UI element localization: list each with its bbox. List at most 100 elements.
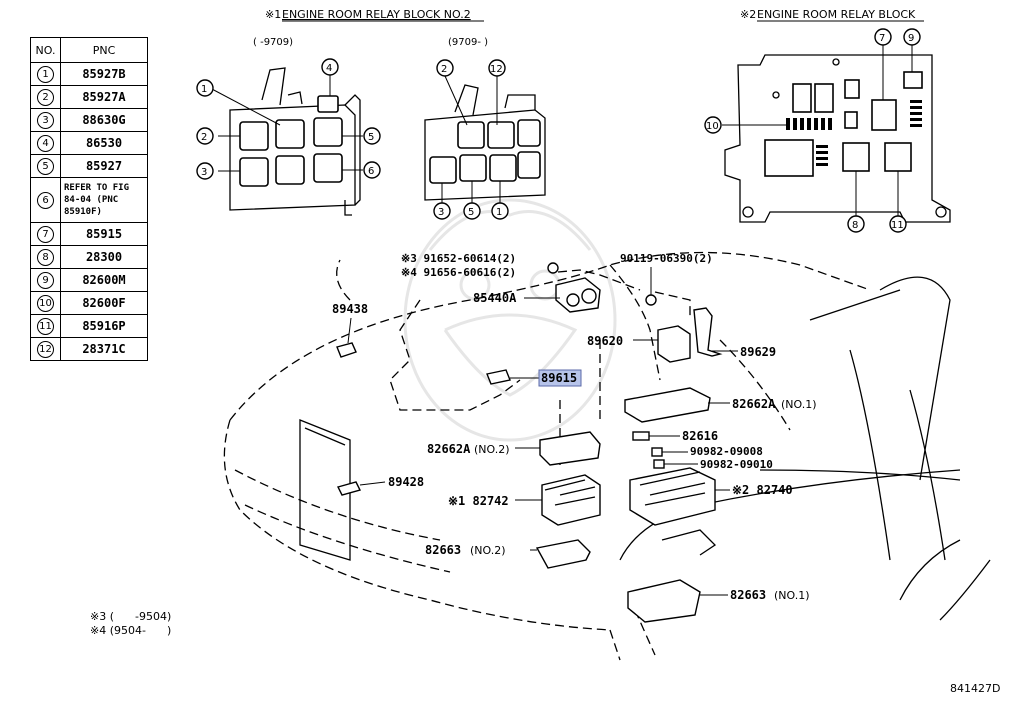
part-90982-drawing: [651, 447, 698, 469]
callout-number: 2: [441, 64, 447, 75]
callout-number: 7: [879, 33, 885, 44]
callout-number: 10: [706, 121, 719, 132]
table-header-row: NO. PNC: [30, 37, 148, 63]
label-82616[interactable]: 82616: [682, 429, 718, 443]
relay-block-2-callouts: 7 9 10 8 11: [704, 28, 921, 233]
row-pnc[interactable]: 82600F: [60, 291, 148, 315]
part-89620-drawing: [633, 325, 691, 363]
label-82662a-no2-note: (NO.2): [474, 443, 510, 456]
label-82740[interactable]: ※2 82740: [732, 483, 793, 497]
header-pnc: PNC: [60, 37, 148, 63]
relay-block-1-left-drawing: [209, 67, 363, 216]
callout-number: 8: [852, 220, 858, 231]
row-pnc[interactable]: 28300: [60, 245, 148, 269]
callout-number: 4: [326, 63, 332, 74]
callout-number: 3: [201, 167, 207, 178]
callout-number: 1: [201, 84, 207, 95]
part-82740-drawing: [629, 467, 730, 556]
label-82662a-no1[interactable]: 82662A: [732, 397, 776, 411]
row-pnc[interactable]: 82600M: [60, 268, 148, 292]
label-85440a[interactable]: 85440A: [473, 291, 517, 305]
part-82663-no1-drawing: [627, 579, 728, 623]
label-bolt-b[interactable]: ※4 91656-60616(2): [401, 266, 516, 279]
row-pnc[interactable]: 85915: [60, 222, 148, 246]
part-89615-drawing: [486, 369, 540, 385]
label-90982-09010[interactable]: 90982-09010: [700, 458, 773, 471]
figure-code: 841427D: [950, 682, 1000, 695]
vehicle-outline: [223, 251, 991, 661]
table-row: 12 28371C: [30, 337, 148, 361]
row-number: 12: [37, 340, 54, 358]
part-89438-drawing: [336, 317, 357, 358]
label-89438[interactable]: 89438: [332, 302, 368, 316]
relay-block-1-mark: ※1: [265, 8, 281, 21]
part-labels: ※3 91652-60614(2) ※4 91656-60616(2) 9011…: [332, 252, 817, 602]
label-90119[interactable]: 90119-06390(2): [620, 252, 713, 265]
label-82662a-no2[interactable]: 82662A: [427, 442, 471, 456]
watermark-emblem: [403, 198, 617, 442]
table-row: 9 82600M: [30, 268, 148, 292]
header-no: NO.: [30, 37, 61, 63]
part-89629-drawing: [693, 307, 738, 357]
row-number: 9: [37, 271, 54, 289]
row-number: 10: [37, 294, 54, 312]
highlight-89615: [538, 369, 582, 387]
label-89428[interactable]: 89428: [388, 475, 424, 489]
table-row: 4 86530: [30, 131, 148, 155]
row-number: 2: [37, 88, 54, 106]
row-pnc[interactable]: 85927: [60, 154, 148, 178]
relay-block-2-header: ※2 ENGINE ROOM RELAY BLOCK: [740, 8, 924, 22]
callout-number: 5: [468, 207, 474, 218]
part-82616-drawing: [632, 431, 680, 441]
label-89615[interactable]: 89615: [541, 371, 577, 385]
callout-number: 12: [490, 64, 503, 75]
relay-block-1-left-range: ( -9709): [253, 37, 293, 48]
part-89428-drawing: [336, 481, 386, 496]
table-row: 11 85916P: [30, 314, 148, 338]
callout-number: 1: [496, 207, 502, 218]
part-82663-no2-drawing: [530, 539, 591, 569]
label-82663-no2[interactable]: 82663: [425, 543, 461, 557]
label-90982-09008[interactable]: 90982-09008: [690, 445, 763, 458]
relay-block-1-left-callouts: 1 4 2 5 3 6: [196, 58, 381, 180]
label-89629[interactable]: 89629: [740, 345, 776, 359]
relay-block-1-right-range: (9709- ): [448, 37, 488, 48]
part-82742-drawing: [515, 474, 601, 526]
callout-number: 9: [908, 33, 914, 44]
row-pnc[interactable]: 28371C: [60, 337, 148, 361]
row-number: 4: [37, 134, 54, 152]
callout-number: 11: [891, 220, 904, 231]
row-number: 1: [37, 65, 54, 83]
footnote-4: ※4 (9504- ): [90, 624, 171, 637]
relay-block-1-right-drawing: [424, 75, 546, 203]
row-pnc[interactable]: 85916P: [60, 314, 148, 338]
callout-number: 5: [368, 132, 374, 143]
callout-number: 6: [368, 166, 374, 177]
label-bolt-a[interactable]: ※3 91652-60614(2): [401, 252, 516, 265]
row-pnc[interactable]: 85927A: [60, 85, 148, 109]
row-pnc[interactable]: 85927B: [60, 62, 148, 86]
part-90119-drawing: [645, 267, 691, 320]
relay-block-1-title: ENGINE ROOM RELAY BLOCK NO.2: [282, 8, 471, 21]
label-82663-no1[interactable]: 82663: [730, 588, 766, 602]
row-pnc[interactable]: 88630G: [60, 108, 148, 132]
table-row: 1 85927B: [30, 62, 148, 86]
label-82742[interactable]: ※1 82742: [448, 494, 509, 508]
row-pnc[interactable]: REFER TO FIG 84-04 (PNC 85910F): [60, 177, 148, 223]
relay-block-1-header: ※1 ENGINE ROOM RELAY BLOCK NO.2 ( -9709)…: [253, 8, 488, 48]
relay-block-2-mark: ※2: [740, 8, 756, 21]
callout-number: 3: [438, 207, 444, 218]
footnote-3: ※3 ( -9504): [90, 610, 171, 623]
label-89620[interactable]: 89620: [587, 334, 623, 348]
relay-block-2-title: ENGINE ROOM RELAY BLOCK: [757, 8, 916, 21]
row-number: 11: [37, 317, 54, 335]
part-82662a-no1-drawing: [624, 387, 730, 423]
relay-block-2-drawing: [722, 45, 951, 223]
row-pnc[interactable]: 86530: [60, 131, 148, 155]
callout-number: 2: [201, 132, 207, 143]
